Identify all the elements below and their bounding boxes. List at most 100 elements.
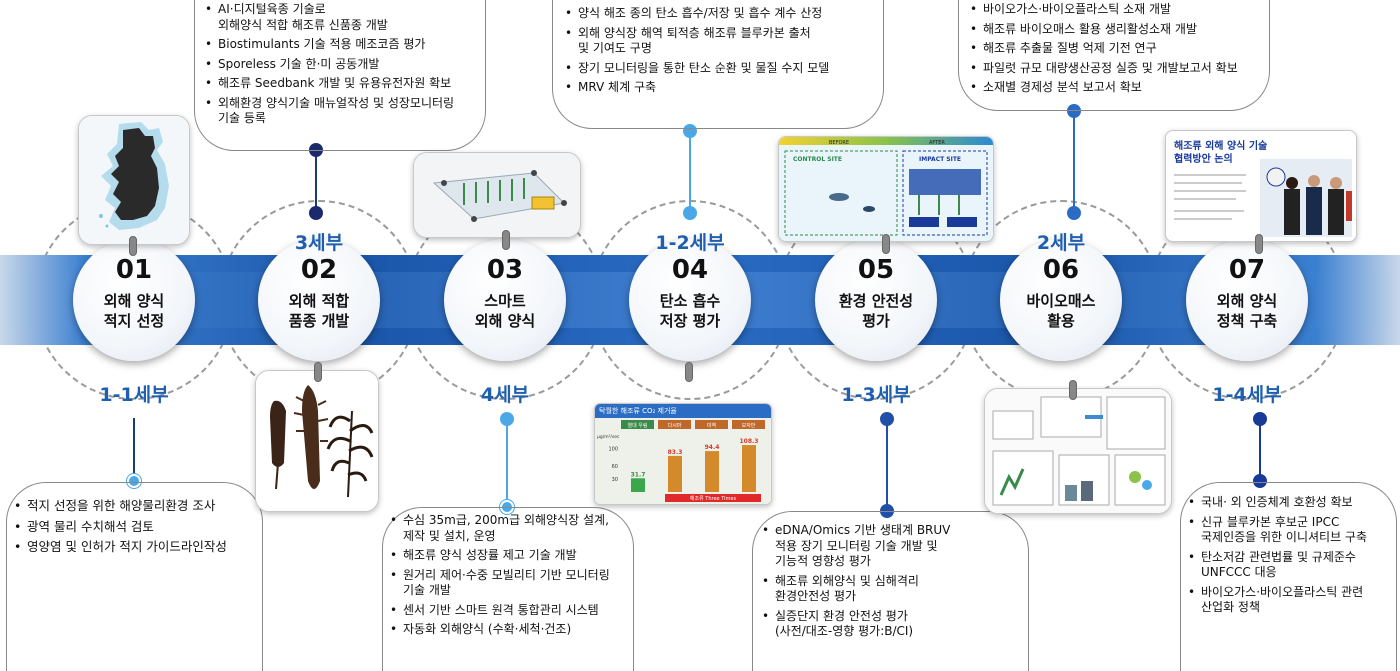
list-item: 외해환경 양식기술 매뉴얼작성 및 성장모니터링 기술 등록 [205, 96, 490, 127]
connector-dot-5a [880, 412, 894, 426]
connector-dot-7a [1253, 412, 1267, 426]
list-item: 신규 블루카본 후보군 IPCC 국제인증을 위한 이니셔티브 구축 [1188, 515, 1398, 546]
co2-ytick-label: 30 [612, 477, 618, 483]
list-item: 해조류 양식 성장률 제고 기술 개발 [390, 548, 640, 564]
connector-dot-1 [127, 474, 141, 488]
co2-column-label: 모자반 [742, 422, 756, 429]
co2-ytick-label: 100 [608, 447, 618, 453]
stage-number: 05 [857, 255, 895, 285]
stage-number: 04 [671, 255, 709, 285]
co2-footer-arrow [665, 494, 761, 502]
connector-line-2 [315, 150, 317, 212]
list-item: 바이오가스·바이오플라스틱 관련 산업화 정책 [1188, 585, 1398, 616]
stage-title: 탄소 흡수 저장 평가 [659, 292, 721, 330]
seaweed-image [256, 371, 378, 511]
stage-title: 외해 적합 품종 개발 [288, 292, 350, 330]
smart-farm-card [413, 152, 581, 238]
co2-column-label: 열대 우림 [628, 422, 648, 429]
card-peg-6 [1069, 380, 1077, 400]
policy-headline-2: 협력방안 논의 [1174, 154, 1233, 165]
connector-line-4 [689, 130, 691, 212]
connector-dot-7b [1253, 474, 1267, 488]
team-label-1: 1-1세부 [99, 384, 169, 406]
co2-value-label: 83.3 [668, 449, 683, 456]
stage-number: 07 [1228, 255, 1266, 285]
baci-card: BEFORE AFTER CONTROL SITE IMPACT SITE [778, 136, 994, 242]
co2-value-label: 94.4 [705, 444, 720, 451]
stage-node-4: 04 탄소 흡수 저장 평가 [629, 239, 751, 361]
list-item: AI·디지털육종 기술로 외해양식 적합 해조류 신품종 개발 [205, 2, 490, 33]
stage-number: 06 [1042, 255, 1080, 285]
stage-node-3: 03 스마트 외해 양식 [444, 239, 566, 361]
list-item: 센서 기반 스마트 원격 통합관리 시스템 [390, 603, 640, 619]
team-label-3: 4세부 [480, 384, 530, 406]
task-list-5: eDNA/Omics 기반 생태계 BRUV 적용 장기 모니터링 기술 개발 … [762, 523, 1032, 644]
card-peg-7 [1255, 234, 1263, 254]
co2-bar [631, 478, 645, 492]
co2-column-label: 다시마 [668, 422, 682, 429]
connector-dot-6b [1067, 206, 1081, 220]
after-label: AFTER [929, 140, 945, 146]
connector-line-1 [133, 418, 135, 480]
team-label-4: 1-2세부 [655, 232, 725, 254]
connector-line-3 [506, 418, 508, 506]
co2-ytick-label: 60 [612, 464, 618, 470]
list-item: 영양염 및 인허가 적지 가이드라인작성 [14, 539, 259, 556]
list-item: 장기 모니터링을 통한 탄소 순환 및 물질 수지 모델 [565, 61, 885, 77]
map-card [78, 115, 190, 245]
list-item: 파일럿 규모 대량생산공정 실증 및 개발보고서 확보 [970, 61, 1280, 77]
co2-column-label: 미역 [707, 422, 716, 429]
list-item: 탄소저감 관련법률 및 규제준수 UNFCCC 대응 [1188, 550, 1398, 581]
list-item: 해조류 추출물 질병 억제 기전 연구 [970, 41, 1280, 57]
list-item: eDNA/Omics 기반 생태계 BRUV 적용 장기 모니터링 기술 개발 … [762, 523, 1032, 570]
impact-site-label: IMPACT SITE [919, 156, 961, 163]
co2-bar [742, 445, 756, 492]
stage-title: 환경 안전성 평가 [838, 292, 914, 330]
list-item: MRV 체계 구축 [565, 80, 885, 96]
card-peg-3 [502, 230, 510, 250]
list-bracket-1 [6, 482, 263, 671]
co2-footer-label: 해조류 Three Times [690, 495, 737, 502]
stage-title: 외해 양식 정책 구축 [1216, 292, 1278, 330]
korea-map-image [79, 116, 189, 244]
stage-node-1: 01 외해 양식 적지 선정 [73, 239, 195, 361]
baci-diagram-image: BEFORE AFTER CONTROL SITE IMPACT SITE [779, 137, 993, 241]
co2-value-label: 108.3 [740, 438, 759, 445]
list-item: 바이오가스·바이오플라스틱 소재 개발 [970, 2, 1280, 18]
biomass-card [984, 388, 1172, 514]
stage-title: 바이오매스 활용 [1026, 292, 1096, 330]
connector-dot-4a [683, 124, 697, 138]
stage-node-6: 06 바이오매스 활용 [1000, 239, 1122, 361]
list-item: Sporeless 기술 한·미 공동개발 [205, 57, 490, 73]
team-label-5: 1-3세부 [841, 384, 911, 406]
team-label-6: 2세부 [1036, 232, 1086, 254]
task-list-2: AI·디지털육종 기술로 외해양식 적합 해조류 신품종 개발 Biostimu… [205, 2, 490, 131]
smart-farm-image [414, 153, 580, 237]
list-item: 해조류 바이오매스 활용 생리활성소재 개발 [970, 22, 1280, 38]
co2-bar [705, 451, 719, 492]
policy-card: 해조류 외해 양식 기술 협력방안 논의 [1165, 130, 1357, 242]
connector-line-6 [1073, 110, 1075, 212]
list-item: 자동화 외해양식 (수확·세척·건조) [390, 622, 640, 638]
connector-dot-2b [309, 206, 323, 220]
co2-value-label: 31.7 [631, 471, 646, 478]
stage-number: 01 [115, 255, 153, 285]
card-peg-4 [685, 362, 693, 382]
stage-number: 02 [300, 255, 338, 285]
connector-dot-4b [683, 206, 697, 220]
co2-bar [668, 455, 682, 492]
list-item: 광역 물리 수치해석 검토 [14, 519, 259, 536]
list-item: 소재별 경제성 분석 보고서 확보 [970, 80, 1280, 96]
stage-node-7: 07 외해 양식 정책 구축 [1186, 239, 1308, 361]
list-item: 원거리 제어·수중 모빌리티 기반 모니터링 기술 개발 [390, 568, 640, 599]
list-item: Biostimulants 기술 적용 메조코즘 평가 [205, 37, 490, 53]
card-peg-2 [314, 362, 322, 382]
co2-column-header [695, 420, 728, 429]
meeting-photo [1174, 159, 1352, 237]
stage-number: 03 [486, 255, 524, 285]
task-list-1: 적지 선정을 위한 해양물리환경 조사 광역 물리 수치해석 검토 영양염 및 … [14, 498, 259, 560]
task-list-7: 국내· 외 인증체계 호환성 확보 신규 블루카본 후보군 IPCC 국제인증을… [1188, 495, 1398, 620]
stage-node-2: 02 외해 적합 품종 개발 [258, 239, 380, 361]
